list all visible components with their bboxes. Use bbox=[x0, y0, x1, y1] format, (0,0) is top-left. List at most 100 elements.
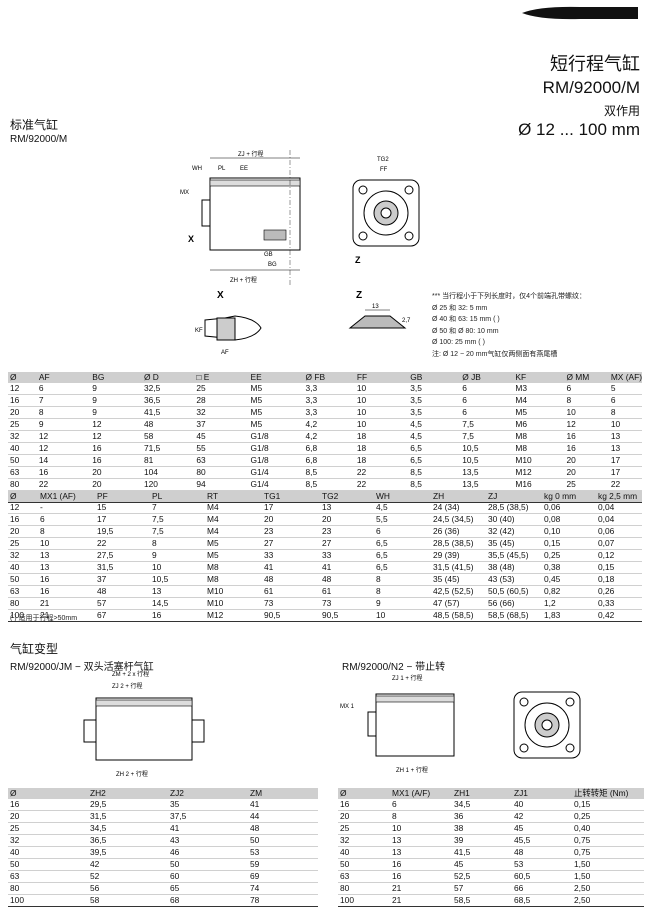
zj1-label: ZJ 1 + 行程 bbox=[392, 674, 423, 682]
jm-title: RM/92000/JM − 双头活塞杆气缸 bbox=[10, 662, 154, 673]
table-cell: 32,5 bbox=[141, 383, 195, 395]
table-cell: 21 bbox=[390, 894, 452, 907]
mx-label: MX bbox=[180, 190, 189, 196]
column-header: □ E bbox=[194, 372, 249, 383]
table-cell: M5 bbox=[248, 418, 304, 431]
tg2-label: TG2 bbox=[377, 157, 389, 163]
table-cell: 9 bbox=[90, 406, 142, 419]
table-cell: 10 bbox=[354, 383, 409, 395]
x-marker: X bbox=[188, 234, 194, 244]
table-cell: 45 bbox=[452, 858, 512, 871]
table-cell: 20 bbox=[564, 466, 609, 479]
table-cell: 8,5 bbox=[303, 466, 355, 479]
table-cell: 8 bbox=[564, 394, 609, 407]
table-cell: 4,2 bbox=[303, 418, 355, 431]
table-cell: 48 bbox=[248, 822, 318, 835]
table-cell: 0,06 bbox=[542, 502, 596, 514]
table-cell: 45,5 bbox=[512, 834, 572, 847]
table-cell: 2,50 bbox=[572, 894, 644, 907]
table-cell: G1/8 bbox=[248, 430, 304, 443]
table-cell: 13 bbox=[390, 846, 452, 859]
table-cell: 90,5 bbox=[320, 609, 374, 622]
table-cell: 17 bbox=[608, 454, 642, 467]
table-cell: 0,75 bbox=[572, 846, 644, 859]
table-cell: 57 bbox=[95, 597, 150, 610]
table-cell: 32 (42) bbox=[486, 525, 542, 538]
table-cell: 20 bbox=[8, 810, 88, 823]
table-cell: 55 bbox=[194, 442, 249, 455]
table-cell: 9 bbox=[90, 394, 142, 407]
table-cell: M5 bbox=[248, 406, 304, 419]
footnote: ( ) 适用于行程>50mm bbox=[10, 615, 78, 622]
table-cell: 0,26 bbox=[596, 585, 642, 598]
table-cell: M10 bbox=[205, 597, 262, 610]
table-cell: 20 bbox=[338, 810, 390, 823]
table-cell: 63 bbox=[194, 454, 249, 467]
table-cell: 8 bbox=[374, 585, 431, 598]
table-cell: 3,5 bbox=[408, 406, 461, 419]
table-cell: 16 bbox=[38, 585, 95, 598]
table-cell: 25 bbox=[8, 537, 38, 550]
table-cell: 41 bbox=[262, 561, 320, 574]
table-cell: 8,5 bbox=[408, 478, 461, 491]
table-cell: 61 bbox=[320, 585, 374, 598]
table-cell: 0,38 bbox=[542, 561, 596, 574]
kf-label: KF bbox=[195, 328, 203, 334]
table-cell: 34,5 bbox=[452, 799, 512, 811]
table-cell: 0,04 bbox=[596, 513, 642, 526]
table-cell: 10 bbox=[608, 418, 642, 431]
ee-label: EE bbox=[240, 166, 248, 172]
table-cell: 56 (66) bbox=[486, 597, 542, 610]
table-cell: 1,2 bbox=[542, 597, 596, 610]
pl-label: PL bbox=[218, 166, 226, 172]
table-cell: 9 bbox=[90, 383, 142, 395]
table-cell: 13 bbox=[608, 442, 642, 455]
table-cell: 0,25 bbox=[542, 549, 596, 562]
table-cell: 48 bbox=[512, 846, 572, 859]
table-cell: 21 bbox=[390, 882, 452, 895]
table-cell: M8 bbox=[513, 442, 565, 455]
table-cell: 69 bbox=[248, 870, 318, 883]
table-cell: 31,5 bbox=[95, 561, 150, 574]
column-header: ZH1 bbox=[452, 788, 512, 799]
column-header: GB bbox=[408, 372, 461, 383]
table-cell: 12 bbox=[90, 418, 142, 431]
table-cell: 8,5 bbox=[303, 478, 355, 491]
column-header: AF bbox=[36, 372, 91, 383]
table-cell: 41 bbox=[168, 822, 248, 835]
note-line: Ø 50 和 Ø 80: 10 mm bbox=[432, 327, 499, 335]
table-cell: 80 bbox=[8, 882, 88, 895]
table-cell: 6,8 bbox=[303, 442, 355, 455]
table-cell: M5 bbox=[248, 394, 304, 407]
column-header: MX1 (A/F) bbox=[390, 788, 452, 799]
table-cell: 1,50 bbox=[572, 870, 644, 883]
table-cell: 37 bbox=[194, 418, 249, 431]
table-cell: 16 bbox=[564, 430, 609, 443]
table-cell: 14,5 bbox=[150, 597, 205, 610]
table-cell: M5 bbox=[248, 383, 304, 395]
table-cell: 3,3 bbox=[303, 383, 355, 395]
table-cell: 25 bbox=[8, 822, 88, 835]
column-header: TG2 bbox=[320, 491, 374, 502]
table-cell: 7,5 bbox=[150, 525, 205, 538]
table-cell: 48 bbox=[95, 585, 150, 598]
table-cell: 36,5 bbox=[88, 834, 168, 847]
table-cell: 40 bbox=[338, 846, 390, 859]
table-cell: 0,06 bbox=[596, 525, 642, 538]
table-cell: 7,5 bbox=[460, 418, 514, 431]
table-cell: 19,5 bbox=[95, 525, 150, 538]
table-cell: M10 bbox=[205, 585, 262, 598]
table-cell: 48 bbox=[320, 573, 374, 586]
table-cell: 0,75 bbox=[572, 834, 644, 847]
brand-logo bbox=[522, 6, 638, 20]
table-cell: 22 bbox=[95, 537, 150, 550]
table-cell: 3,3 bbox=[303, 394, 355, 407]
